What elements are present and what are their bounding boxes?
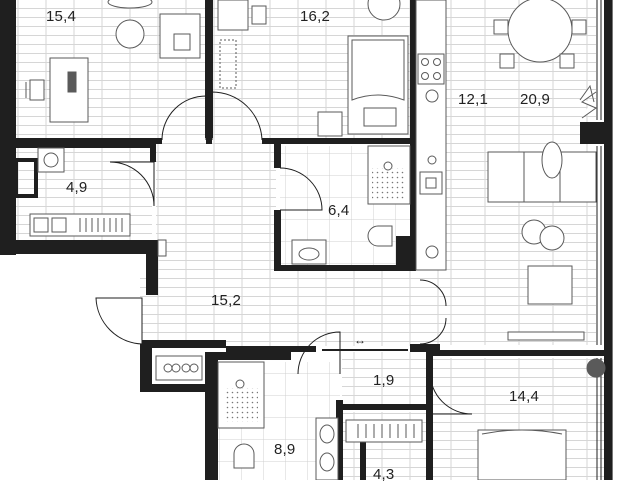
desk-chair [25, 79, 45, 101]
windows [596, 0, 613, 480]
room-area-bedroom-top-middle: 16,2 [300, 8, 330, 25]
wall-closet-bottom-left [360, 440, 366, 480]
wall-bathroom-bottom-top [205, 352, 291, 360]
kitchen-swirl-icon [425, 89, 439, 103]
armchair-living [527, 265, 573, 305]
room-area-closet-bottom: 4,3 [373, 466, 395, 483]
walls [0, 0, 612, 480]
plant-top-middle [367, 0, 401, 21]
door-entrance [95, 297, 143, 345]
room-area-laundry: 4,9 [66, 179, 88, 196]
floor-vestibule [342, 352, 428, 410]
coffee-table-b [539, 225, 565, 251]
room-area-bathroom-middle: 6,4 [328, 202, 350, 219]
floor-hallway-lower [140, 270, 446, 346]
wall-vestibule-bottom [342, 404, 432, 410]
wall-kitchen-column [396, 236, 414, 266]
toilet-bottom [233, 443, 255, 469]
plant-living [579, 84, 598, 119]
sliding-door-icon: ↔ [354, 333, 367, 347]
wall-bathroom-bottom-right [336, 400, 343, 480]
wall-laundry-right [146, 240, 158, 295]
floor-lamp [541, 141, 563, 179]
door-vestibule [429, 371, 473, 415]
nightstand [317, 111, 343, 137]
bed-blanket [351, 39, 405, 101]
door-living-double [419, 279, 447, 345]
radiator [219, 39, 237, 89]
bed-bottom-right [477, 429, 567, 480]
wall-top-left-bottom-b [206, 132, 212, 144]
furniture-bathroom-bottom [217, 361, 339, 480]
lamp [107, 0, 153, 9]
wall-hall-bottom-right [410, 344, 440, 352]
furniture-bedroom-top-left [25, 0, 201, 123]
wall-laundry-niche [14, 158, 38, 198]
wall-top-middle-right [410, 0, 417, 144]
door-bathroom-bottom [297, 331, 341, 375]
room-area-kitchen: 12,1 [458, 91, 488, 108]
door-bathroom-middle [279, 167, 323, 211]
furniture-laundry [29, 147, 131, 237]
room-area-bedroom-top-left: 15,4 [46, 8, 76, 25]
doors [95, 91, 473, 415]
wall-left-lower-stub [0, 240, 156, 254]
wall-window-pier [580, 122, 610, 144]
wall-bathroom-left-lower [274, 210, 281, 270]
dresser [217, 0, 249, 31]
wall-laundry-top [16, 142, 156, 148]
wall-bathroom-right [410, 142, 417, 270]
wall-bedroom-divider [205, 0, 213, 138]
wall-top-left-bottom-a [16, 138, 162, 144]
snowflake-icon [425, 245, 439, 259]
room-area-living-room: 20,9 [520, 91, 550, 108]
plant-bottom-right [586, 358, 606, 378]
room-area-hallway: 15,2 [211, 292, 241, 309]
furniture-bathroom-middle [291, 145, 411, 265]
wall-left-outer [0, 0, 16, 255]
room-area-bedroom-bottom-right: 14,4 [509, 388, 539, 405]
pouf [115, 19, 145, 49]
wall-right-outer [604, 0, 612, 480]
wall-shoe-niche-bottom [140, 384, 210, 392]
chair-top-middle [251, 5, 267, 25]
furniture-living [487, 0, 598, 341]
bed-top-middle [347, 35, 409, 135]
wall-bathroom-bottom [274, 265, 416, 271]
wall-hall-bottom-left [140, 340, 226, 348]
hob [417, 53, 445, 85]
wall-vestibule-right [426, 352, 433, 480]
door-bedroom-top-middle [211, 91, 263, 141]
monitor [67, 71, 77, 93]
door-bedroom-top-left [161, 95, 207, 141]
wall-laundry-inner [150, 142, 156, 162]
closet-rail [345, 419, 423, 443]
wall-bedroom-bottom-top [432, 350, 604, 356]
furniture-kitchen [415, 0, 447, 271]
wall-bathroom-bottom-left [205, 352, 218, 480]
sink-kitchen [419, 171, 443, 195]
bed-pillow [363, 107, 397, 127]
armchair [159, 13, 201, 59]
toilet-middle [367, 225, 393, 247]
wall-bathroom-left [274, 142, 281, 168]
dining-table [507, 0, 573, 63]
armchair-cushion [173, 33, 191, 51]
room-area-vestibule: 1,9 [373, 372, 395, 389]
furniture-bottom-right [345, 358, 606, 480]
room-area-bathroom-bottom: 8,9 [274, 441, 296, 458]
wall-hall-bottom-mid [226, 346, 316, 352]
kitchen-counter [415, 0, 447, 271]
wall-top-middle-bottom [262, 138, 416, 144]
door-laundry [109, 161, 155, 207]
furniture-bedroom-top-middle [217, 0, 409, 137]
wall-shoe-niche-left [140, 340, 152, 390]
furniture-hallway [155, 239, 203, 381]
